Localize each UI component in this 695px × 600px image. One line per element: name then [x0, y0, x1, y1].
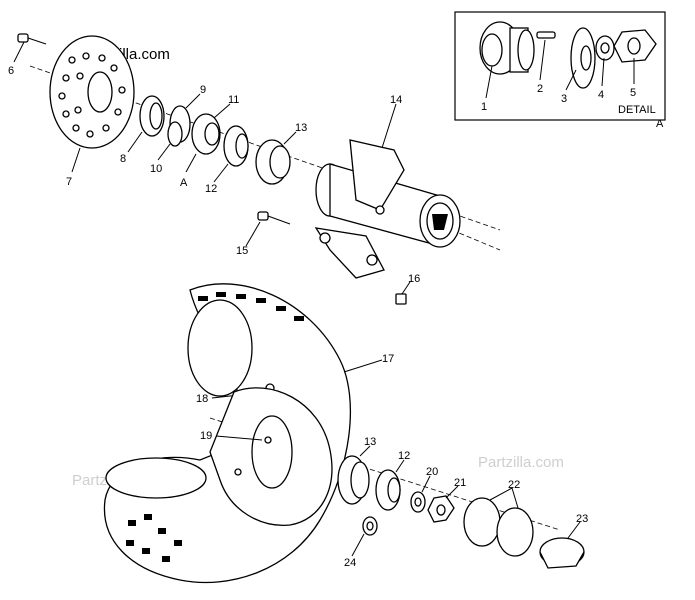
- callout-18: 18: [196, 393, 208, 405]
- callout-15: 15: [236, 245, 248, 257]
- detail-title: DETAIL: [618, 104, 656, 116]
- callout-24: 24: [344, 557, 356, 569]
- part-13-race-lower: [337, 455, 370, 505]
- part-22-o-rings: [463, 497, 534, 557]
- callout-7: 7: [66, 176, 72, 188]
- callout-22: 22: [508, 479, 520, 491]
- part-20-washer: [410, 491, 426, 513]
- callout-10: 10: [150, 163, 162, 175]
- detail-part-1: [479, 21, 535, 75]
- part-24-lug-nut: [362, 516, 378, 536]
- callout-A: A: [180, 177, 188, 189]
- part-13-race-upper: [255, 139, 291, 185]
- part-16-stud: [395, 293, 407, 305]
- watermark-faint-right: Partzilla.com: [478, 454, 564, 471]
- callout-16: 16: [408, 273, 420, 285]
- detail-part-3: [570, 27, 596, 89]
- callout-17: 17: [382, 353, 394, 365]
- part-7-brake-disc: [49, 35, 135, 149]
- callout-8: 8: [120, 153, 126, 165]
- callout-1: 1: [481, 101, 487, 113]
- callout-19: 19: [200, 430, 212, 442]
- part-6-bolt: [17, 33, 47, 45]
- callout-2: 2: [537, 83, 543, 95]
- part-23-hub-cap: [539, 537, 585, 569]
- callout-13-upper: 13: [295, 122, 307, 134]
- detail-ref: A: [656, 118, 664, 130]
- callout-3: 3: [561, 93, 567, 105]
- callout-21: 21: [454, 477, 466, 489]
- callout-5: 5: [630, 87, 636, 99]
- callout-12-lower: 12: [398, 450, 410, 462]
- callout-13-lower: 13: [364, 436, 376, 448]
- part-19-rim: [209, 387, 333, 526]
- part-12-bearing-upper: [223, 125, 249, 167]
- part-12-bearing-lower: [375, 469, 401, 511]
- part-15-bolt: [257, 211, 291, 225]
- callout-4: 4: [598, 89, 604, 101]
- callout-9: 9: [200, 84, 206, 96]
- detail-part-5: [613, 29, 657, 63]
- part-14-hub-knuckle: [314, 139, 461, 279]
- callout-6: 6: [8, 65, 14, 77]
- part-21-nut: [427, 495, 455, 523]
- detail-box: 1 2 3 4 5 DETAIL A: [454, 11, 666, 130]
- callout-11: 11: [228, 94, 239, 106]
- callout-23: 23: [576, 513, 588, 525]
- detail-part-2: [536, 31, 556, 39]
- part-8-seal: [139, 95, 165, 137]
- part-10-washer: [167, 121, 183, 147]
- callout-12-upper: 12: [205, 183, 217, 195]
- detail-part-4: [595, 35, 615, 61]
- callout-20: 20: [426, 466, 438, 478]
- callout-14: 14: [390, 94, 402, 106]
- part-11-hub-insert: [191, 113, 221, 155]
